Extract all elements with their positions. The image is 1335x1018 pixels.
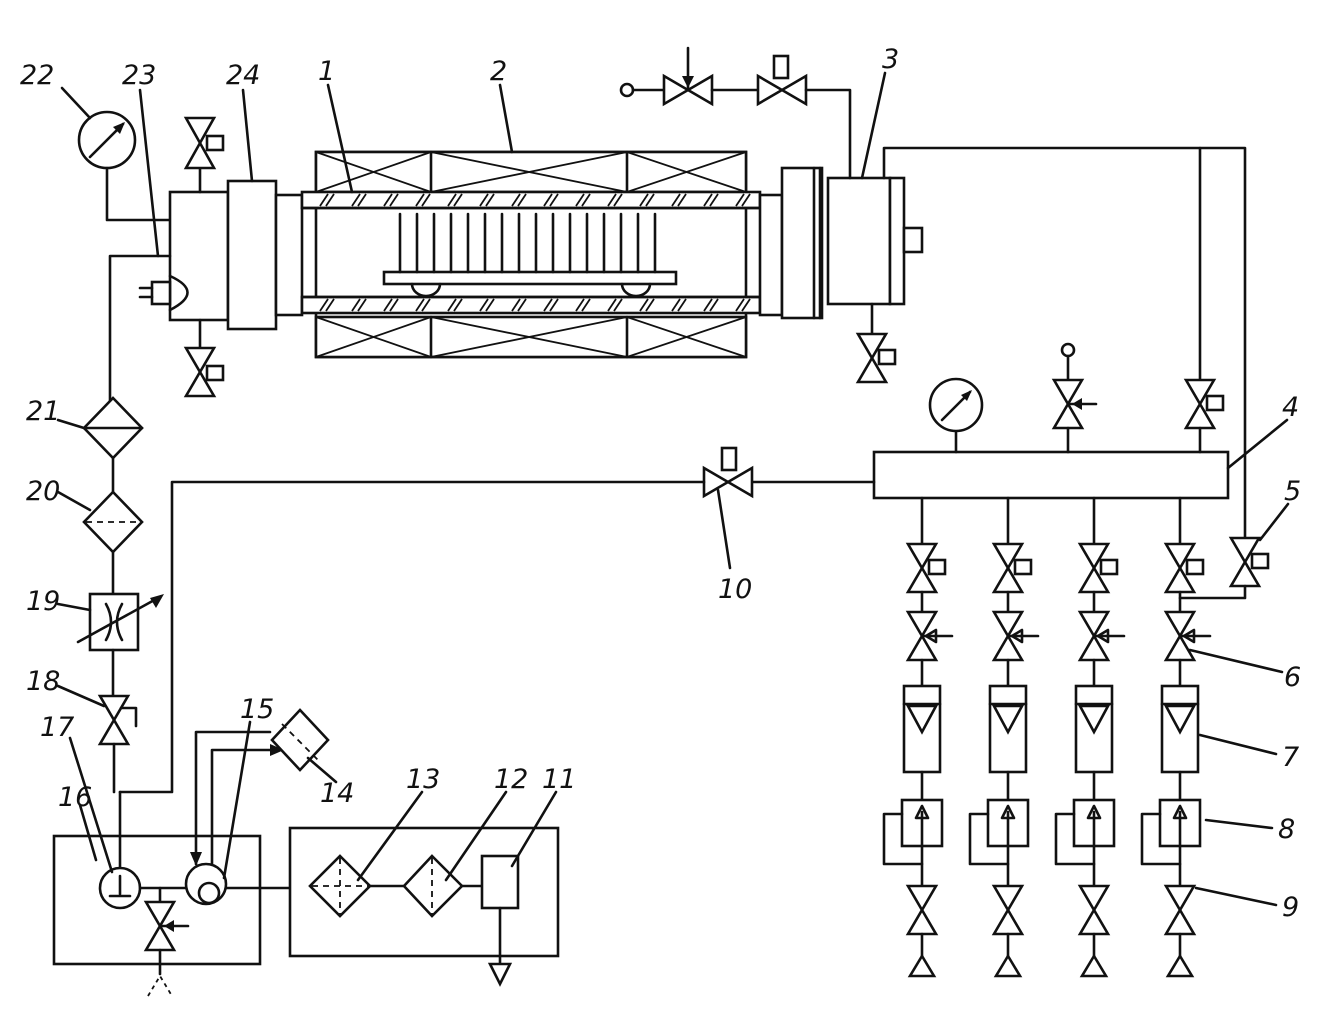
- label-8: 8: [1278, 814, 1295, 845]
- bypass-valve-5: [1178, 536, 1270, 600]
- unit-11-13: [288, 826, 560, 987]
- valve-bottom-left: [183, 318, 225, 398]
- valve-top-left: [183, 116, 225, 194]
- pressure-gauge-22: [77, 110, 172, 222]
- label-15: 15: [240, 694, 274, 725]
- label-17: 17: [40, 712, 74, 743]
- label-21: 21: [26, 396, 60, 427]
- label-9: 9: [1282, 892, 1299, 923]
- label-13: 13: [406, 764, 440, 795]
- igniter-23: [108, 254, 189, 422]
- label-2: 2: [490, 56, 507, 87]
- manifold-4: [872, 450, 1230, 500]
- filter-20: [82, 490, 144, 596]
- label-3: 3: [882, 44, 899, 75]
- label-23: 23: [122, 60, 156, 91]
- label-24: 24: [226, 60, 260, 91]
- reactor-tube-1: [300, 190, 762, 315]
- manifold-gauge: [928, 377, 984, 454]
- gas-inlet-line: [619, 46, 852, 180]
- label-14: 14: [320, 778, 354, 809]
- label-20: 20: [26, 476, 60, 507]
- outlet-line: [882, 146, 1247, 540]
- filter-14: [190, 708, 330, 866]
- compressor-17: [98, 866, 188, 910]
- drain-valve-16: [143, 886, 190, 997]
- label-16: 16: [58, 782, 92, 813]
- label-7: 7: [1282, 742, 1299, 773]
- label-18: 18: [26, 666, 60, 697]
- right-end-block: [758, 166, 924, 320]
- flow-channel: [882, 496, 954, 978]
- flow-channel: [968, 496, 1040, 978]
- valve-18: [97, 694, 138, 794]
- label-11: 11: [542, 764, 576, 795]
- sample-boat: [382, 212, 678, 298]
- filter-21: [82, 396, 144, 494]
- throttle-19: [76, 592, 164, 698]
- label-19: 19: [26, 586, 60, 617]
- label-22: 22: [20, 60, 54, 91]
- manifold-trunk-valve: [1183, 378, 1225, 454]
- label-12: 12: [494, 764, 528, 795]
- flow-channel: [1140, 496, 1212, 978]
- label-1: 1: [318, 56, 335, 87]
- label-6: 6: [1284, 662, 1301, 693]
- heater-2: [314, 150, 748, 359]
- label-5: 5: [1284, 476, 1301, 507]
- manifold-relief-valve: [1051, 342, 1098, 454]
- valve-bottom-right: [855, 302, 897, 384]
- label-4: 4: [1282, 392, 1299, 423]
- label-10: 10: [718, 574, 752, 605]
- callout-labels: 22 23 24 1 2 3 4 5 6 7 8 9 10 11 12 13 1…: [20, 44, 1301, 923]
- left-end-block: [168, 179, 304, 331]
- valve-10: [118, 446, 876, 794]
- flow-channel: [1054, 496, 1126, 978]
- leader-lines: [56, 71, 1290, 907]
